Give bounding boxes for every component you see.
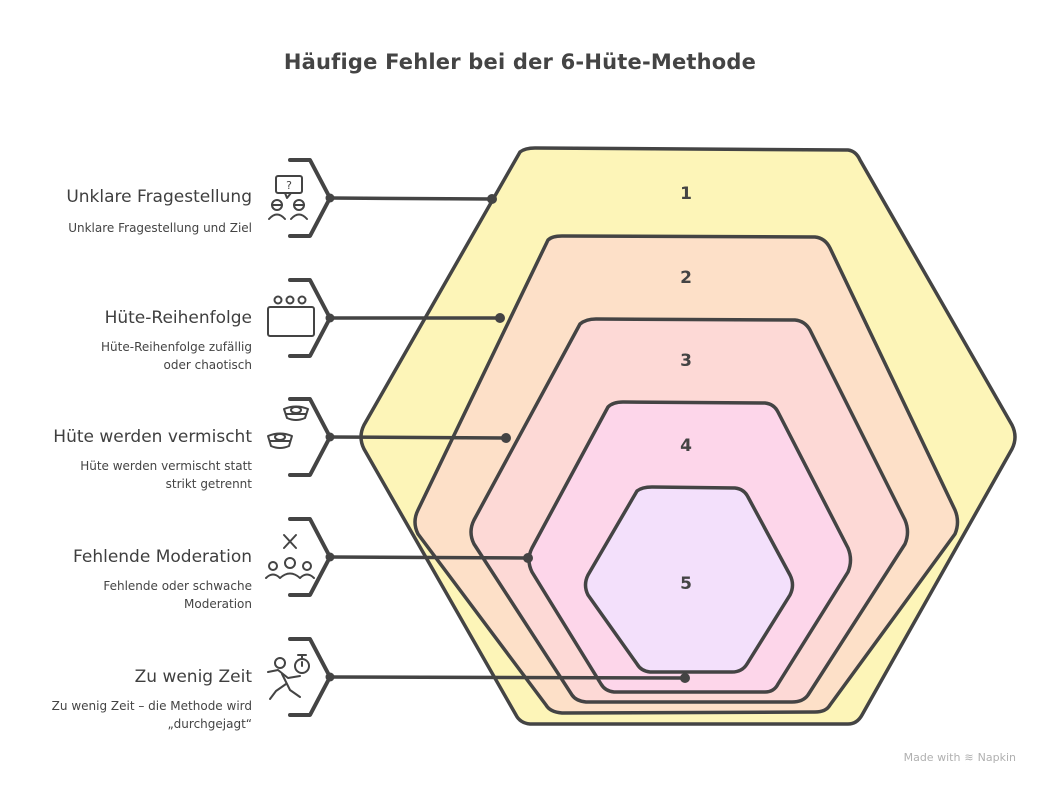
bracket-node-5 <box>325 672 335 682</box>
bracket-3 <box>288 397 332 477</box>
napkin-logo-icon: ≋ <box>964 751 974 764</box>
item-description: Hüte-Reihenfolge zufällig oder chaotisch <box>101 340 252 372</box>
stacked-hats-icon <box>267 405 309 449</box>
hexagon-level-5 <box>583 485 795 674</box>
hexagon-label-1: 1 <box>680 184 692 204</box>
item-description: Hüte werden vermischt statt strikt getre… <box>80 459 252 491</box>
made-with-label: Made with <box>903 751 961 764</box>
diagram-title: Häufige Fehler bei der 6-Hüte-Methode <box>283 50 757 74</box>
list-item: Fehlende Moderation Fehlende oder schwac… <box>12 547 252 613</box>
list-item: Unklare Fragestellung Unklare Fragestell… <box>12 187 252 237</box>
svg-text:?: ? <box>286 179 292 192</box>
connector-line-1 <box>328 196 494 201</box>
hexagon-label-2: 2 <box>680 268 692 288</box>
hexagon-label-3: 3 <box>680 351 692 371</box>
list-item: Zu wenig Zeit Zu wenig Zeit – die Method… <box>12 667 252 733</box>
bracket-node-2 <box>325 313 335 323</box>
item-description: Unklare Fragestellung und Ziel <box>68 221 252 235</box>
connector-line-4 <box>328 555 530 560</box>
bracket-node-3 <box>325 432 335 442</box>
hexagon-label-5: 5 <box>680 574 692 594</box>
bracket-node-1 <box>325 193 335 203</box>
connector-dot-1 <box>487 194 497 204</box>
item-description: Zu wenig Zeit – die Methode wird „durchg… <box>51 699 252 731</box>
item-title: Hüte-Reihenfolge <box>104 308 252 328</box>
list-item: Hüte-Reihenfolge Hüte-Reihenfolge zufäll… <box>12 308 252 374</box>
connector-dot-4 <box>523 553 533 563</box>
bracket-4 <box>288 517 332 597</box>
hexagon-label-4: 4 <box>680 436 692 456</box>
list-item: Hüte werden vermischt Hüte werden vermis… <box>12 427 252 493</box>
item-title: Hüte werden vermischt <box>53 427 252 447</box>
connector-line-5 <box>328 675 687 680</box>
item-description: Fehlende oder schwache Moderation <box>103 579 252 611</box>
napkin-brand-label: Napkin <box>977 751 1016 764</box>
napkin-attribution[interactable]: Made with ≋ Napkin <box>904 751 1016 764</box>
bracket-1 <box>288 158 332 238</box>
item-title: Fehlende Moderation <box>73 547 252 567</box>
sequence-board-icon <box>267 295 315 337</box>
connector-line-3 <box>328 435 508 440</box>
bracket-node-4 <box>325 552 335 562</box>
people-question-icon: ? <box>268 175 308 220</box>
connector-dot-3 <box>501 433 511 443</box>
item-title: Unklare Fragestellung <box>66 187 252 207</box>
no-moderator-group-icon <box>265 534 315 579</box>
connector-dot-5 <box>680 673 690 683</box>
bracket-2 <box>288 278 332 358</box>
item-title: Zu wenig Zeit <box>134 667 252 687</box>
connector-dot-2 <box>495 313 505 323</box>
running-stopwatch-icon <box>267 654 310 700</box>
